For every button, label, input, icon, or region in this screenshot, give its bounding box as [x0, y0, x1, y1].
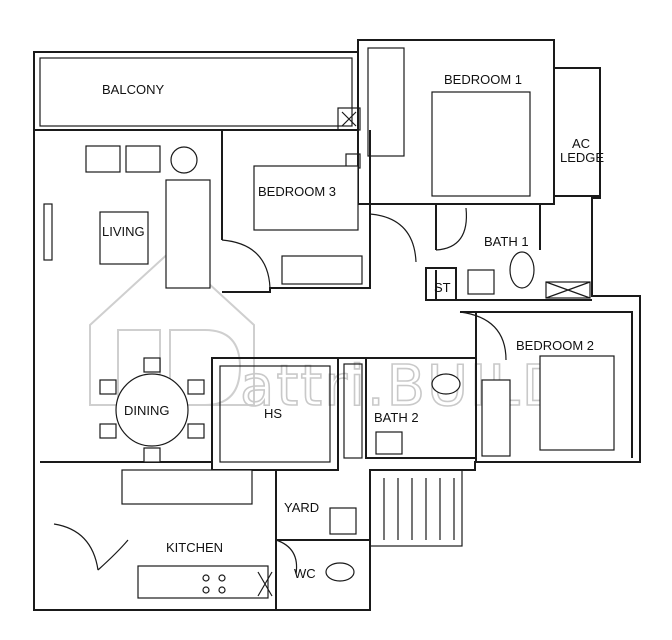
- hob-burner-icon: [202, 586, 210, 594]
- bedroom2-wardrobe: [481, 379, 511, 457]
- hob-burner-icon: [218, 574, 226, 582]
- balcony-outline: [33, 51, 359, 131]
- bath1-door-icon: [435, 207, 468, 251]
- store-outline: [425, 267, 457, 301]
- dining-chair: [99, 423, 117, 439]
- room-labels: BALCONY BEDROOM 1 AC LEDGE BEDROOM 3 LIV…: [102, 72, 604, 581]
- label-yard: YARD: [284, 500, 319, 515]
- kitchen-counter: [121, 469, 253, 505]
- tv-console: [43, 203, 53, 261]
- label-dining: DINING: [124, 403, 170, 418]
- sofa: [165, 179, 211, 289]
- label-bedroom3: BEDROOM 3: [258, 184, 336, 199]
- kitchen-counter-lower: [137, 565, 269, 599]
- bath2-walls: [338, 357, 476, 459]
- label-bath1: BATH 1: [484, 234, 529, 249]
- side-table: [170, 146, 198, 174]
- dining-chair: [143, 357, 161, 373]
- yard-drying-rack: [369, 469, 463, 547]
- yard-door-icon: [275, 539, 298, 575]
- label-ledge: LEDGE: [560, 150, 604, 165]
- bedroom2-bed: [539, 355, 615, 451]
- bedroom2-door-icon: [459, 311, 507, 361]
- hob-burner-icon: [202, 574, 210, 582]
- label-hs: HS: [264, 406, 282, 421]
- label-bath2: BATH 2: [374, 410, 419, 425]
- label-wc: WC: [294, 566, 316, 581]
- coffee-table: [99, 211, 149, 265]
- bath1-cabinet-cross-icon: [545, 281, 591, 299]
- bath1-basin: [467, 269, 495, 295]
- watermark-d-icon: [169, 329, 242, 406]
- walls: [33, 39, 641, 611]
- bedroom1-bed: [431, 91, 531, 197]
- bedroom1-shaft: [337, 107, 361, 131]
- armchair: [85, 145, 121, 173]
- label-ac: AC: [572, 136, 590, 151]
- label-bedroom2: BEDROOM 2: [516, 338, 594, 353]
- hob-burner-icon: [218, 586, 226, 594]
- ac-ledge-outline: [553, 67, 601, 197]
- bath2-partition: [343, 363, 363, 459]
- bedroom3-wardrobe: [281, 255, 363, 285]
- dining-chair: [187, 379, 205, 395]
- bedroom3-door2-icon: [369, 213, 417, 263]
- label-store: ST: [434, 280, 451, 295]
- doors: [53, 207, 507, 575]
- main-door-icon: [53, 523, 129, 571]
- balcony-inner: [39, 57, 353, 127]
- watermark-text: attri.BUILD: [240, 354, 567, 419]
- bedroom3-door-icon: [221, 239, 271, 289]
- dining-table: [115, 373, 189, 447]
- dining-chair: [143, 447, 161, 463]
- bath2-basin: [375, 431, 403, 455]
- label-living: LIVING: [102, 224, 145, 239]
- furniture: [43, 91, 615, 599]
- bath1-toilet: [509, 251, 535, 289]
- yard-washer: [329, 507, 357, 535]
- bedroom2-walls: [460, 311, 633, 462]
- wc-toilet: [325, 562, 355, 582]
- shaft-cross-icon: [341, 111, 357, 127]
- label-balcony: BALCONY: [102, 82, 164, 97]
- dining-chair: [99, 379, 117, 395]
- bedroom1-wardrobe: [367, 47, 405, 157]
- drying-rack-lines: [383, 478, 455, 540]
- label-kitchen: KITCHEN: [166, 540, 223, 555]
- watermark: attri.BUILD: [89, 248, 567, 420]
- armchair: [125, 145, 161, 173]
- kitchen-cabinet-cross-icon: [257, 571, 273, 597]
- dining-chair: [187, 423, 205, 439]
- bedroom3-bed: [253, 165, 359, 231]
- label-bedroom1: BEDROOM 1: [444, 72, 522, 87]
- bedroom1-outline: [357, 39, 555, 205]
- hs-inner: [219, 365, 331, 463]
- bath2-toilet: [431, 373, 461, 395]
